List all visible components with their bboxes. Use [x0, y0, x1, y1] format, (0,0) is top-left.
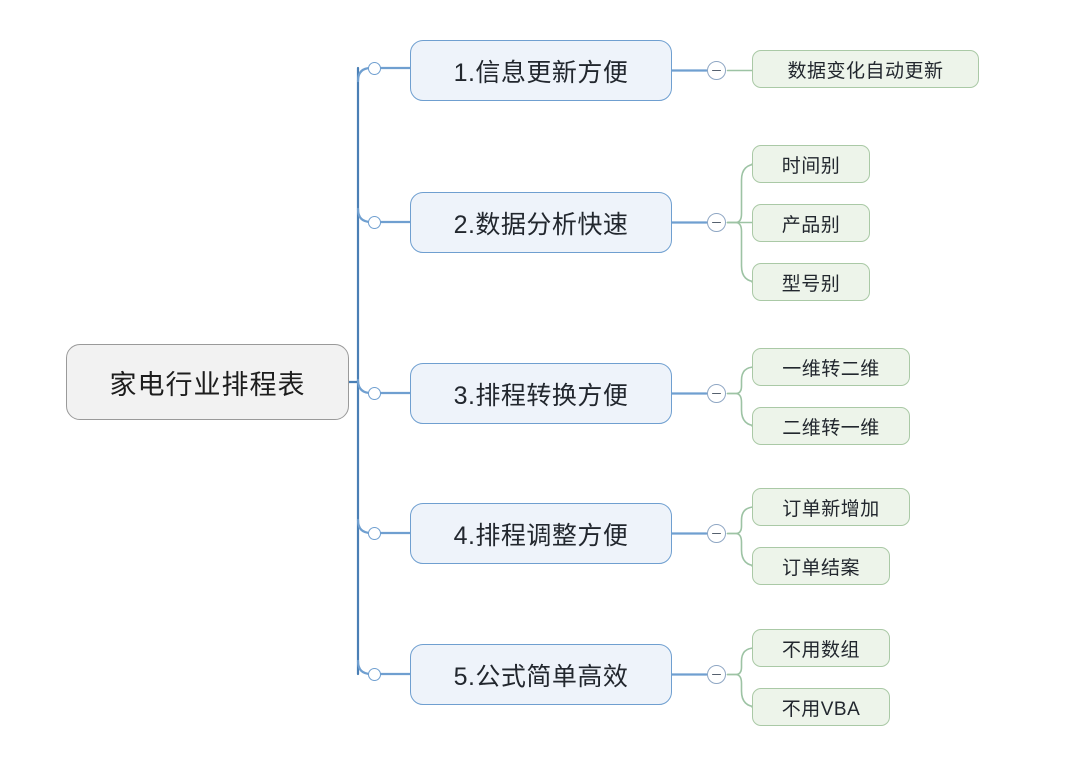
branch-junction-dot-5[interactable]	[367, 667, 381, 681]
branch-junction-dot-1[interactable]	[367, 61, 381, 75]
leaf-node-2-3[interactable]: 型号别	[752, 263, 870, 301]
minus-icon	[712, 69, 721, 72]
minus-icon	[712, 532, 721, 535]
branch-node-5-label: 5.公式简单高效	[453, 662, 629, 691]
collapse-toggle-1[interactable]	[707, 61, 726, 80]
leaf-node-5-2[interactable]: 不用VBA	[752, 688, 890, 726]
root-node[interactable]: 家电行业排程表	[66, 344, 349, 420]
branch-junction-dot-3[interactable]	[367, 386, 381, 400]
leaf-node-5-1-label: 不用数组	[781, 639, 860, 661]
leaf-node-5-2-label: 不用VBA	[781, 698, 861, 720]
collapse-toggle-2[interactable]	[707, 213, 726, 232]
branch-junction-dot-4[interactable]	[367, 526, 381, 540]
leaf-node-2-1[interactable]: 时间别	[752, 145, 870, 183]
leaf-node-2-3-label: 型号别	[781, 273, 841, 295]
branch-node-4-label: 4.排程调整方便	[453, 521, 629, 550]
leaf-node-4-1-label: 订单新增加	[782, 498, 880, 520]
leaf-node-3-1[interactable]: 一维转二维	[752, 348, 910, 386]
collapse-toggle-4[interactable]	[707, 524, 726, 543]
leaf-node-3-2[interactable]: 二维转一维	[752, 407, 910, 445]
leaf-node-4-1[interactable]: 订单新增加	[752, 488, 910, 526]
branch-node-4[interactable]: 4.排程调整方便	[410, 503, 672, 564]
collapse-toggle-5[interactable]	[707, 665, 726, 684]
branch-node-1[interactable]: 1.信息更新方便	[410, 40, 672, 101]
leaf-node-4-2[interactable]: 订单结案	[752, 547, 890, 585]
leaf-node-2-2[interactable]: 产品别	[752, 204, 870, 242]
branch-node-5[interactable]: 5.公式简单高效	[410, 644, 672, 705]
leaf-node-5-1[interactable]: 不用数组	[752, 629, 890, 667]
leaf-node-1-1-label: 数据变化自动更新	[787, 60, 944, 82]
minus-icon	[712, 673, 721, 676]
minus-icon	[712, 221, 721, 224]
branch-node-3[interactable]: 3.排程转换方便	[410, 363, 672, 424]
leaf-node-3-1-label: 一维转二维	[782, 358, 880, 380]
branch-node-2[interactable]: 2.数据分析快速	[410, 192, 672, 253]
branch-node-3-label: 3.排程转换方便	[453, 381, 629, 410]
leaf-node-3-2-label: 二维转一维	[782, 417, 880, 439]
leaf-node-4-2-label: 订单结案	[781, 557, 860, 579]
minus-icon	[712, 392, 721, 395]
branch-node-2-label: 2.数据分析快速	[453, 210, 629, 239]
branch-node-1-label: 1.信息更新方便	[453, 58, 629, 87]
leaf-node-1-1[interactable]: 数据变化自动更新	[752, 50, 979, 88]
collapse-toggle-3[interactable]	[707, 384, 726, 403]
root-node-label: 家电行业排程表	[109, 369, 306, 400]
leaf-node-2-2-label: 产品别	[781, 214, 841, 236]
leaf-node-2-1-label: 时间别	[781, 155, 841, 177]
branch-junction-dot-2[interactable]	[367, 215, 381, 229]
